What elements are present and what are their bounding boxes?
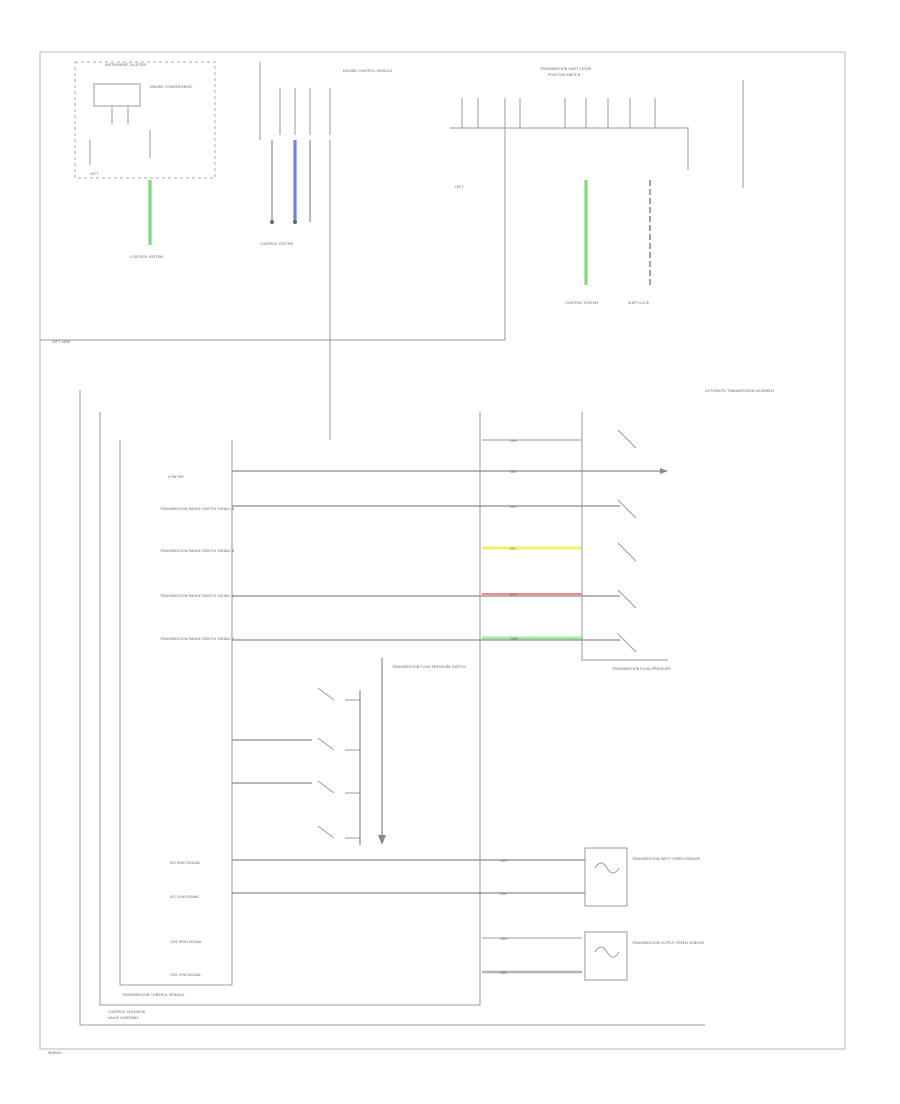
range-switch-contact — [617, 589, 637, 609]
tcm-signal: OSS LOW SIGNAL — [170, 973, 201, 977]
arrow-head — [660, 468, 668, 474]
ground-frame-mid — [99, 412, 481, 1006]
wire-code: GRY — [500, 971, 508, 975]
range-switch-contact — [617, 542, 637, 562]
outer-frame — [39, 51, 846, 1050]
arrow-head — [378, 835, 386, 845]
switch-contact — [317, 780, 335, 794]
control-solenoid-assembly: CONTROL SOLENOID VALVE ASSEMBLY TRANSMIS… — [79, 390, 705, 1026]
ctrl-solenoid-label: CONTROL SOLENOID — [108, 1010, 146, 1014]
ground-1-label: CONTROL SYSTEM — [130, 255, 163, 259]
wire-code: RED — [510, 593, 518, 597]
wire-code: GRY — [510, 439, 518, 443]
input-speed-sensor-label: TRANSMISSION INPUT SPEED SENSOR — [631, 857, 701, 861]
auto-trans-label: AUTOMATIC TRANSMISSION ASSEMBLY — [705, 389, 775, 393]
cluster-module — [93, 83, 141, 107]
ground-3-label: CONTROL SYSTEM — [565, 301, 598, 305]
tcm-signal: TRANSMISSION RANGE SWITCH SIGNAL A — [159, 507, 235, 511]
tcm-title: TRANSMISSION CONTROL MODULE — [121, 993, 185, 997]
wire-code: GRY — [510, 505, 518, 509]
shift-lever-subtitle: POSITION SWITCH — [548, 73, 581, 77]
shift-lever-box — [450, 127, 689, 170]
switch-contact — [317, 825, 335, 839]
instrument-cluster: INSTRUMENT CLUSTER ENGINE COMPARTMENT LE… — [74, 61, 216, 259]
tcm-signal: ISS LOW SIGNAL — [170, 895, 199, 899]
tcm-signal: LOW REF — [168, 475, 184, 479]
ground-2-label: CONTROL SYSTEM — [260, 242, 293, 246]
range-switch-frame — [581, 412, 668, 661]
tcm-frame — [119, 440, 233, 986]
splice-dot — [270, 220, 274, 224]
ground-4-label: SHIFT LOCK — [628, 301, 650, 305]
tcm-signal: TRANSMISSION RANGE SWITCH SIGNAL B — [159, 549, 235, 553]
ctrl-solenoid-sub: VALVE ASSEMBLY — [108, 1016, 140, 1020]
switch-contact — [317, 737, 335, 751]
switch-contact — [317, 687, 335, 701]
bottom-tag: WIRING — [48, 1051, 62, 1055]
wire-code: GRY — [500, 937, 508, 941]
cluster-splice-label: LEFT — [90, 172, 99, 176]
pressure-switch-group: TRANSMISSION FLUID PRESSURE SWITCH — [317, 658, 466, 845]
output-speed-sensor-label: TRANSMISSION OUTPUT SPEED SENSOR — [631, 941, 704, 945]
instrument-cluster-subtitle: ENGINE COMPARTMENT — [150, 85, 193, 89]
engine-control-module-connector: ENGINE CONTROL MODULE CONTROL SYSTEM — [259, 62, 393, 440]
wire-code: YEL — [510, 547, 516, 551]
sensor-coil — [594, 946, 620, 958]
wire-code: GRY — [500, 859, 508, 863]
ecm-title: ENGINE CONTROL MODULE — [343, 69, 393, 73]
shift-lever-splice-label: LEFT — [455, 185, 464, 189]
instrument-cluster-box — [74, 61, 216, 179]
tcm-signal: OSS HIGH SIGNAL — [170, 940, 202, 944]
sensor-coil — [594, 862, 620, 874]
range-switch-contact — [617, 633, 637, 653]
tcm-signal: ISS HIGH SIGNAL — [170, 861, 200, 865]
instrument-cluster-title: INSTRUMENT CLUSTER — [105, 63, 146, 67]
tcm-signal: TRANSMISSION RANGE SWITCH SIGNAL C — [159, 594, 235, 598]
range-switch-contact — [617, 499, 637, 519]
shift-lever-title: TRANSMISSION SHIFT LEVER — [539, 67, 592, 71]
trans-fluid-pressure-label: TRANSMISSION FLUID PRESSURE — [611, 667, 672, 671]
wire-code: GRY — [510, 470, 518, 474]
input-speed-sensor-box — [584, 847, 628, 907]
automatic-transmission-assembly: AUTOMATIC TRANSMISSION ASSEMBLY TRANSMIS… — [581, 389, 775, 671]
tcm-signal: TRANSMISSION RANGE SWITCH SIGNAL P — [159, 637, 235, 641]
wire-code: GRN — [510, 637, 518, 641]
speed-sensors: TRANSMISSION INPUT SPEED SENSOR TRANSMIS… — [584, 847, 704, 981]
wire-code: GRY — [500, 892, 508, 896]
shift-lever-position-switch: TRANSMISSION SHIFT LEVER POSITION SWITCH… — [450, 67, 744, 340]
left-side-label: LEFT SIDE — [52, 340, 71, 344]
pressure-switch-label: TRANSMISSION FLUID PRESSURE SWITCH — [391, 665, 466, 669]
range-switch-contact — [617, 429, 637, 449]
ground-frame-outer — [79, 390, 705, 1026]
splice-dot — [293, 220, 297, 224]
output-speed-sensor-box — [584, 931, 628, 981]
